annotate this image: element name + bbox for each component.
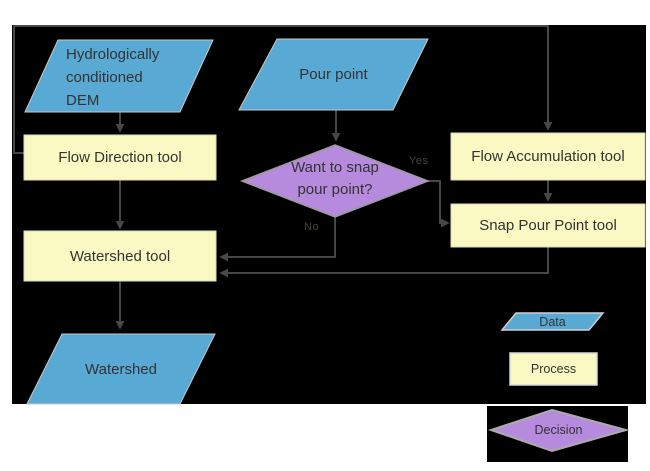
node-flow-accumulation-shape [450,132,646,181]
connector-group [13,25,553,330]
node-dem-shape [24,39,214,113]
edge-snap-pour-point-to-watershed-tool [219,247,549,278]
edge-flow-direction-to-flow-accumulation [13,25,553,154]
edge-decision-no-to-watershed-tool [219,217,336,262]
node-pour-point-shape [238,38,429,111]
node-flow-direction-shape [23,134,217,181]
legend-process-shape [509,352,598,386]
node-watershed-tool-shape [23,230,217,282]
edge-decision-yes-to-snap-pour-point [428,180,450,228]
node-watershed-shape [26,333,216,405]
node-decision-shape [239,144,431,218]
legend-data-shape [500,312,605,331]
node-snap-pour-point-shape [450,203,646,248]
legend-decision-shape [487,408,630,453]
